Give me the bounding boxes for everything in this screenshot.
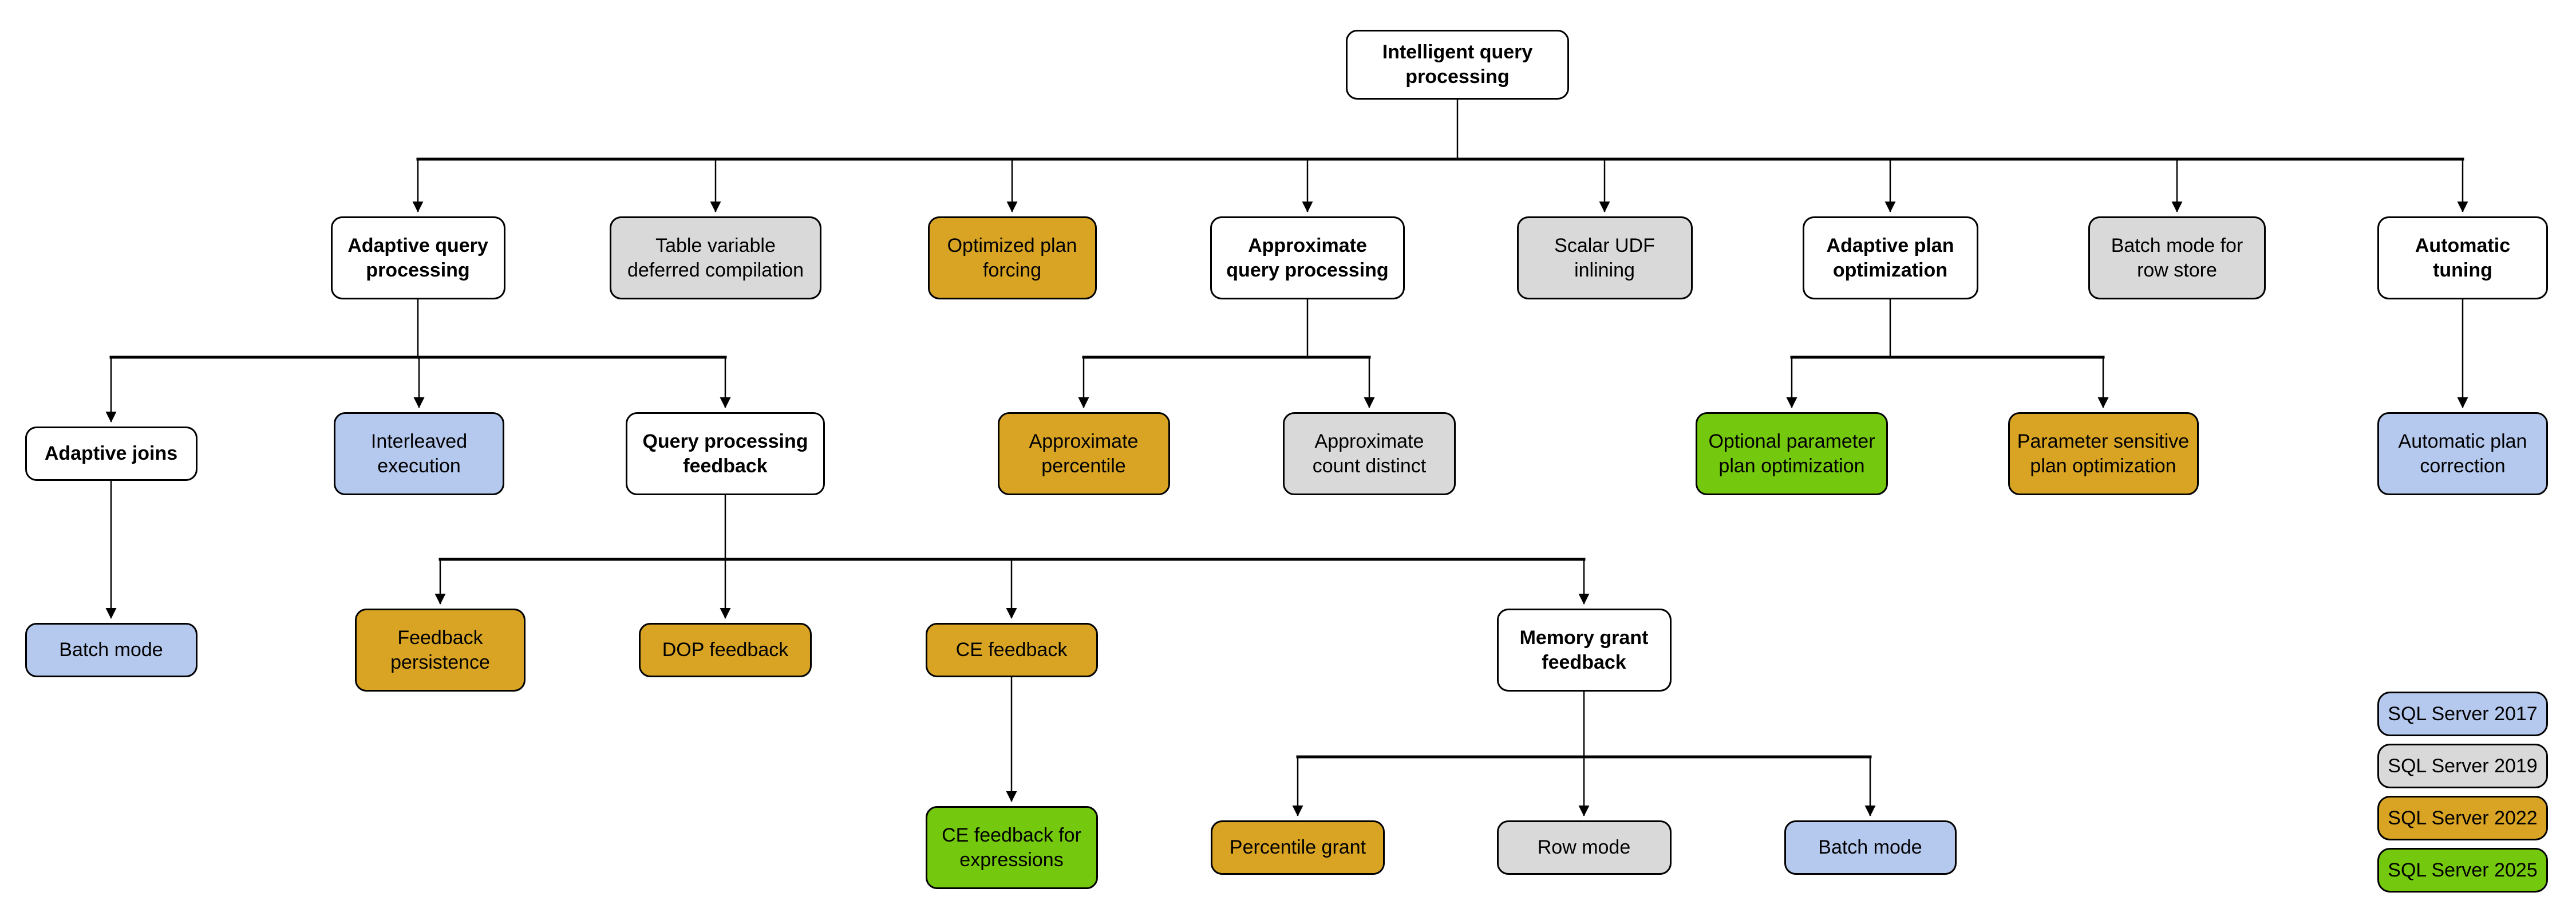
node-mgf: Memory grant feedback bbox=[1496, 609, 1672, 692]
node-at: Automatic tuning bbox=[2377, 216, 2548, 299]
node-ap: Approximate percentile bbox=[997, 412, 1170, 495]
edge-group-aqproc bbox=[1078, 299, 1375, 408]
edge-group-qpf bbox=[434, 495, 1590, 619]
node-sui: Scalar UDF inlining bbox=[1516, 216, 1693, 299]
edges-root bbox=[105, 100, 2468, 816]
node-aj: Adaptive joins bbox=[25, 427, 197, 481]
node-fp: Feedback persistence bbox=[355, 609, 526, 692]
node-ie: Interleaved execution bbox=[334, 412, 504, 495]
edge-group-root bbox=[412, 100, 2468, 212]
node-pg: Percentile grant bbox=[1211, 820, 1385, 875]
node-cefe: CE feedback for expressions bbox=[925, 806, 1098, 889]
edge-group-apo bbox=[1786, 299, 2109, 408]
node-opf: Optimized plan forcing bbox=[927, 216, 1097, 299]
legend-item-sql2022: SQL Server 2022 bbox=[2377, 796, 2548, 840]
node-apc: Automatic plan correction bbox=[2377, 412, 2548, 495]
node-tvdc: Table variable deferred compilation bbox=[610, 216, 821, 299]
legend-item-sql2025: SQL Server 2025 bbox=[2377, 848, 2548, 893]
node-dop: DOP feedback bbox=[639, 623, 812, 677]
node-bmrs: Batch mode for row store bbox=[2088, 216, 2266, 299]
node-oppo: Optional parameter plan optimization bbox=[1696, 412, 1888, 495]
edge-group-aqp bbox=[105, 299, 731, 423]
node-bm1: Batch mode bbox=[25, 623, 197, 677]
edge-group-mgf bbox=[1292, 692, 1876, 816]
legend-item-sql2017: SQL Server 2017 bbox=[2377, 692, 2548, 736]
node-bm2: Batch mode bbox=[1784, 820, 1957, 875]
node-pspo: Parameter sensitive plan optimization bbox=[2008, 412, 2199, 495]
node-rm: Row mode bbox=[1496, 820, 1672, 875]
node-qpf: Query processing feedback bbox=[626, 412, 825, 495]
node-ce: CE feedback bbox=[925, 623, 1098, 677]
node-aqproc: Approximate query processing bbox=[1210, 216, 1405, 299]
node-root: Intelligent query processing bbox=[1346, 30, 1569, 100]
node-apo: Adaptive plan optimization bbox=[1802, 216, 1978, 299]
node-acd: Approximate count distinct bbox=[1283, 412, 1456, 495]
node-aqp: Adaptive query processing bbox=[330, 216, 505, 299]
legend-item-sql2019: SQL Server 2019 bbox=[2377, 744, 2548, 788]
